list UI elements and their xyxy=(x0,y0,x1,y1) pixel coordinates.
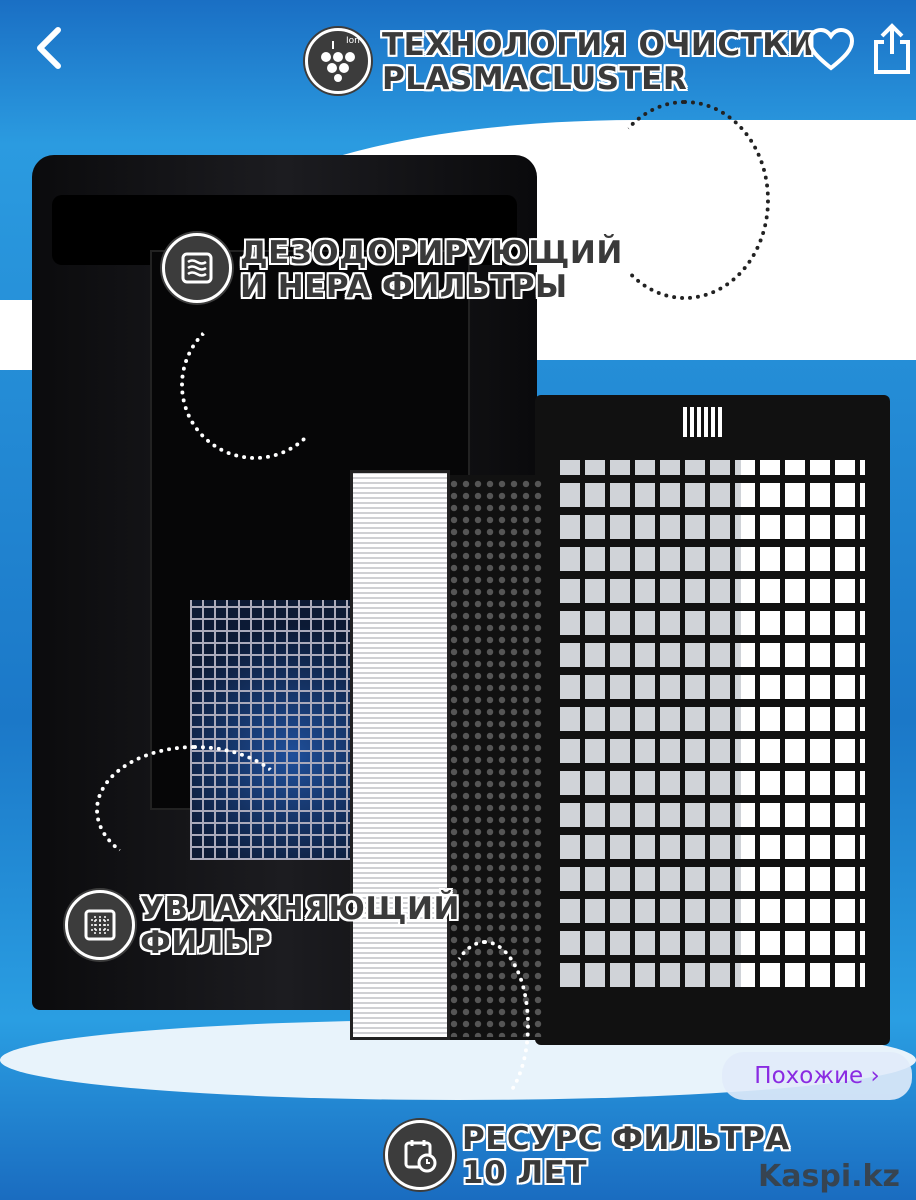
plasmacluster-label: ТЕХНОЛОГИЯ ОЧИСТКИ PLASMACLUSTER xyxy=(382,28,815,96)
similar-products-button[interactable]: Похожие › xyxy=(722,1052,912,1100)
label-line: УВЛАЖНЯЮЩИЙ xyxy=(140,891,460,927)
label-line: ДЕЗОДОРИРУЮЩИЙ xyxy=(240,235,623,271)
label-line: ТЕХНОЛОГИЯ ОЧИСТКИ xyxy=(382,27,815,63)
dotted-arrow xyxy=(440,940,530,1110)
dotted-arrow xyxy=(600,100,770,300)
label-line: 10 ЛЕТ xyxy=(462,1155,588,1191)
plasmacluster-icon: Ion xyxy=(305,28,371,94)
ion-text: Ion xyxy=(346,36,360,46)
favorite-heart-icon[interactable] xyxy=(806,26,856,72)
humidifier-icon xyxy=(65,890,135,960)
calendar-clock-icon xyxy=(385,1120,455,1190)
back-button[interactable] xyxy=(28,18,68,78)
label-line: И HEPA ФИЛЬТРЫ xyxy=(240,269,568,305)
kaspi-watermark: Kaspi.kz xyxy=(758,1159,900,1194)
label-line: ФИЛЬР xyxy=(140,925,272,961)
hepa-filter xyxy=(350,470,450,1040)
humid-label: УВЛАЖНЯЮЩИЙ ФИЛЬР xyxy=(140,892,460,960)
prefilter-frame xyxy=(535,395,890,1045)
filter-layers-icon xyxy=(162,233,232,303)
resource-label: РЕСУРС ФИЛЬТРА 10 ЛЕТ xyxy=(462,1122,790,1190)
label-line: РЕСУРС ФИЛЬТРА xyxy=(462,1121,790,1157)
label-line: PLASMACLUSTER xyxy=(382,61,688,97)
share-icon[interactable] xyxy=(872,22,912,76)
deodor-label: ДЕЗОДОРИРУЮЩИЙ И HEPA ФИЛЬТРЫ xyxy=(240,236,623,304)
dotted-arrow xyxy=(95,745,295,875)
dotted-arrow xyxy=(180,310,330,460)
